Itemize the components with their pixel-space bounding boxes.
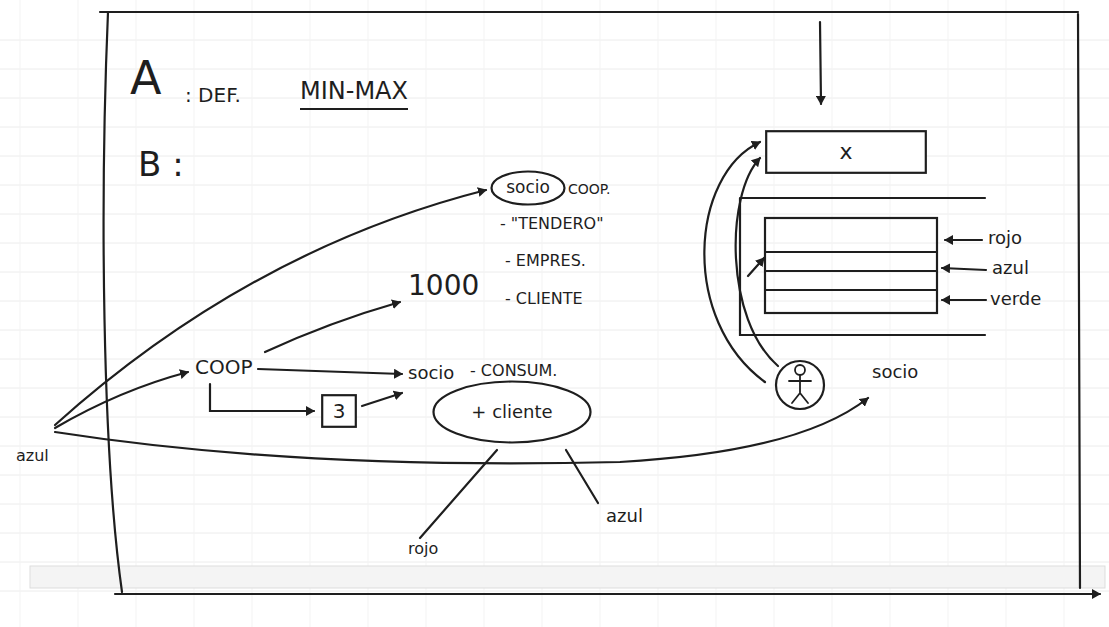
letter-heading: B : bbox=[138, 145, 184, 184]
stick-figure bbox=[789, 365, 811, 403]
term-text: socio bbox=[872, 362, 918, 383]
color-note: azul bbox=[606, 506, 643, 527]
node-text: socio bbox=[506, 178, 550, 198]
underlined-term: MIN-MAX bbox=[300, 78, 408, 110]
note-text: COOP. bbox=[568, 181, 611, 197]
arrow bbox=[55, 372, 188, 428]
arrow bbox=[748, 258, 764, 276]
paper-band bbox=[30, 566, 1105, 588]
arrow bbox=[942, 299, 986, 301]
node-text: 3 bbox=[333, 400, 346, 423]
outline bbox=[492, 172, 565, 205]
band-lines bbox=[765, 252, 937, 290]
color-note: azul bbox=[992, 258, 1029, 279]
term-text: COOP bbox=[195, 356, 253, 379]
arrow bbox=[265, 302, 400, 352]
letter-heading: A bbox=[130, 52, 161, 105]
list-item: - CONSUM. bbox=[470, 362, 557, 380]
arrow bbox=[258, 369, 402, 374]
arrow bbox=[210, 384, 314, 411]
arrow bbox=[362, 393, 402, 406]
arrow bbox=[945, 239, 982, 241]
list-item: - CLIENTE bbox=[505, 290, 583, 308]
color-note: rojo bbox=[988, 228, 1022, 249]
color-note: rojo bbox=[408, 540, 438, 558]
frame-line bbox=[104, 12, 122, 592]
circled-term: socio bbox=[490, 170, 566, 206]
color-bands bbox=[765, 218, 937, 313]
number-note: 1000 bbox=[408, 270, 479, 302]
term-text: socio bbox=[408, 363, 454, 384]
field-box: x bbox=[765, 130, 927, 174]
heading-text: : DEF. bbox=[185, 84, 241, 107]
number-box: 3 bbox=[321, 394, 357, 428]
frame-line bbox=[100, 11, 1078, 13]
arrow bbox=[704, 142, 765, 382]
circled-term: + cliente bbox=[432, 380, 592, 444]
arrow bbox=[820, 22, 821, 104]
arrow bbox=[942, 268, 986, 270]
outline bbox=[766, 131, 926, 173]
frame-line bbox=[115, 593, 1100, 595]
bracket-line bbox=[740, 198, 985, 335]
frame-line bbox=[1078, 14, 1080, 588]
list-item: - "TENDERO" bbox=[500, 215, 604, 233]
list-item: - EMPRES. bbox=[505, 252, 586, 270]
arrow bbox=[736, 158, 778, 366]
arrow bbox=[55, 190, 486, 425]
node-text: x bbox=[839, 139, 852, 164]
outline bbox=[322, 395, 356, 427]
outline bbox=[434, 382, 591, 443]
color-note: verde bbox=[990, 289, 1041, 310]
node-text: + cliente bbox=[471, 402, 552, 423]
actor-circle bbox=[776, 361, 824, 409]
bracket-line bbox=[742, 197, 985, 199]
leader-line bbox=[566, 450, 598, 503]
leader-line bbox=[420, 450, 497, 538]
color-note: azul bbox=[16, 447, 49, 465]
